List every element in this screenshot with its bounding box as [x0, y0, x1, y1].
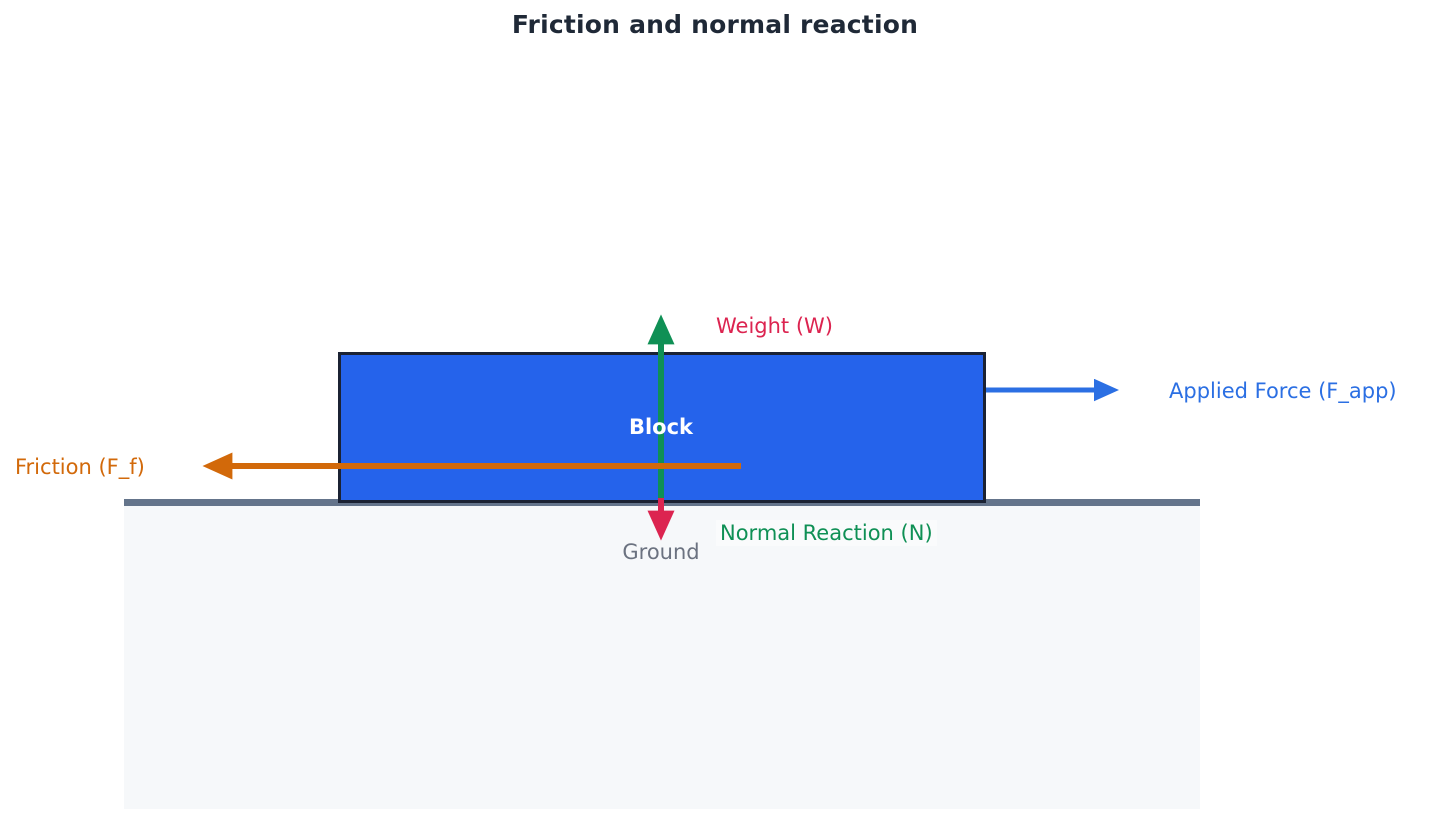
applied-force-label: Applied Force (F_app)	[1169, 379, 1397, 403]
weight-label: Weight (W)	[716, 314, 833, 338]
normal-reaction-label: Normal Reaction (N)	[716, 520, 937, 546]
ground-region	[124, 506, 1200, 809]
page-title: Friction and normal reaction	[511, 10, 919, 39]
ground-label: Ground	[622, 540, 700, 564]
block-label: Block	[628, 415, 694, 439]
friction-label: Friction (F_f)	[15, 455, 145, 479]
